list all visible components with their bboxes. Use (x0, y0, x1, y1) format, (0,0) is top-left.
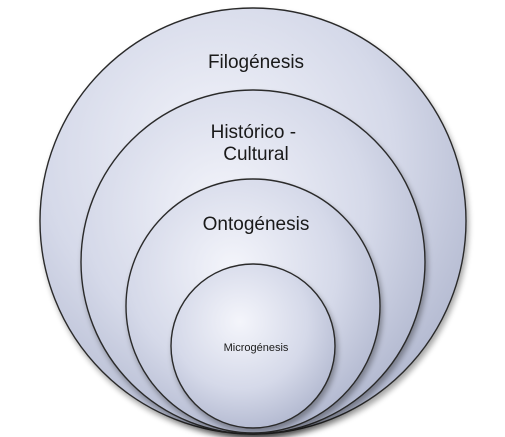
label-microgenesis: Microgénesis (224, 342, 289, 354)
label-ontogenesis: Ontogénesis (203, 214, 310, 235)
circle-microgenesis: Microgénesis (170, 263, 336, 429)
label-historico-cultural: Histórico - Cultural (211, 122, 302, 165)
label-filogenesis: Filogénesis (208, 52, 304, 73)
